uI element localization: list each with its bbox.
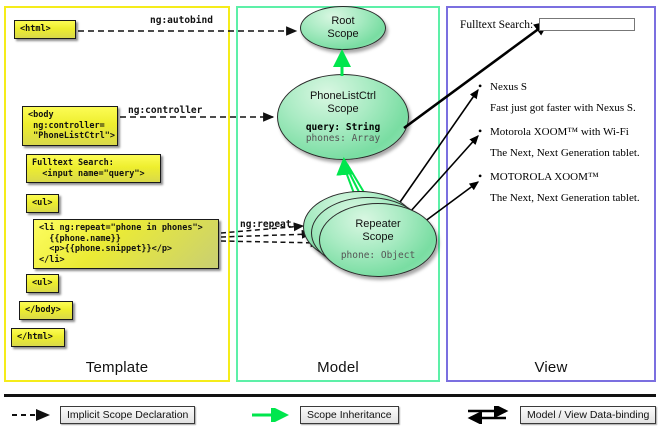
phone-snippet: The Next, Next Generation tablet. — [490, 192, 640, 204]
scope-prop-query: query: String — [305, 121, 381, 133]
legend-implicit-scope-declaration: Implicit Scope Declaration — [60, 406, 196, 424]
view-phone-list: Nexus S Fast just got faster with Nexus … — [478, 79, 646, 215]
code-box-body-close: </body> — [19, 301, 73, 320]
scope-repeater-props: phone: Object — [341, 250, 415, 262]
panel-view-label: View — [534, 359, 568, 376]
legend-item-databinding: Model / View Data-binding — [466, 406, 657, 424]
code-box-li-ngrepeat: <li ng:repeat="phone in phones"> {{phone… — [33, 219, 219, 269]
code-box-html-open: <html> — [14, 20, 76, 39]
wire-label-ng-repeat: ng:repeat — [240, 219, 292, 230]
code-box-body-controller: <body ng:controller= "PhoneListCtrl"> — [22, 106, 118, 146]
view-search-input[interactable] — [539, 18, 636, 31]
legend-item-implicit: Implicit Scope Declaration — [10, 406, 196, 424]
legend-scope-inheritance: Scope Inheritance — [300, 406, 399, 424]
code-box-html-close: </html> — [11, 328, 65, 347]
list-item: Nexus S Fast just got faster with Nexus … — [478, 79, 646, 115]
legend-divider — [4, 394, 656, 397]
phone-name: Nexus S — [478, 79, 646, 94]
view-search-label: Fulltext Search: — [460, 18, 534, 31]
phone-name: Motorola XOOM™ with Wi-Fi — [478, 124, 646, 139]
scope-root: Root Scope — [300, 6, 386, 50]
scope-repeater: Repeater Scope phone: Object — [319, 203, 437, 277]
legend-green-arrow-icon — [252, 408, 289, 422]
code-box-fulltext-search: Fulltext Search: <input name="query"> — [26, 154, 161, 183]
list-item: MOTOROLA XOOM™ The Next, Next Generation… — [478, 169, 646, 205]
legend-item-inheritance: Scope Inheritance — [250, 406, 399, 424]
legend: Implicit Scope Declaration Scope Inherit… — [0, 400, 660, 434]
scope-phonelistctrl: PhoneListCtrl Scope query: String phones… — [277, 74, 409, 160]
view-search-row: Fulltext Search: — [460, 18, 636, 31]
list-item: Motorola XOOM™ with Wi-Fi The Next, Next… — [478, 124, 646, 160]
legend-double-arrow-icon — [467, 406, 509, 424]
wire-label-ng-autobind: ng:autobind — [150, 15, 213, 26]
code-box-ul-open: <ul> — [26, 194, 59, 213]
legend-dashed-arrow-icon — [12, 409, 50, 421]
phone-name: MOTOROLA XOOM™ — [478, 169, 646, 184]
legend-model-view-data-binding: Model / View Data-binding — [520, 406, 657, 424]
scope-repeater-title: Repeater Scope — [355, 218, 401, 244]
panel-template-label: Template — [85, 359, 149, 376]
phone-snippet: Fast just got faster with Nexus S. — [490, 102, 636, 114]
scope-phonelistctrl-title: PhoneListCtrl Scope — [309, 89, 377, 115]
scope-prop-phones: phones: Array — [305, 133, 381, 144]
phone-snippet: The Next, Next Generation tablet. — [490, 147, 640, 159]
panel-model-label: Model — [317, 359, 359, 376]
view-rendered-output: Fulltext Search: Nexus S Fast just got f… — [452, 12, 650, 376]
scope-prop-phone: phone: Object — [340, 250, 416, 262]
wire-label-ng-controller: ng:controller — [128, 105, 203, 116]
code-box-ul-close: <ul> — [26, 274, 59, 293]
scope-root-title: Root Scope — [327, 15, 359, 40]
scope-phonelistctrl-props: query: String phones: Array — [306, 122, 380, 145]
